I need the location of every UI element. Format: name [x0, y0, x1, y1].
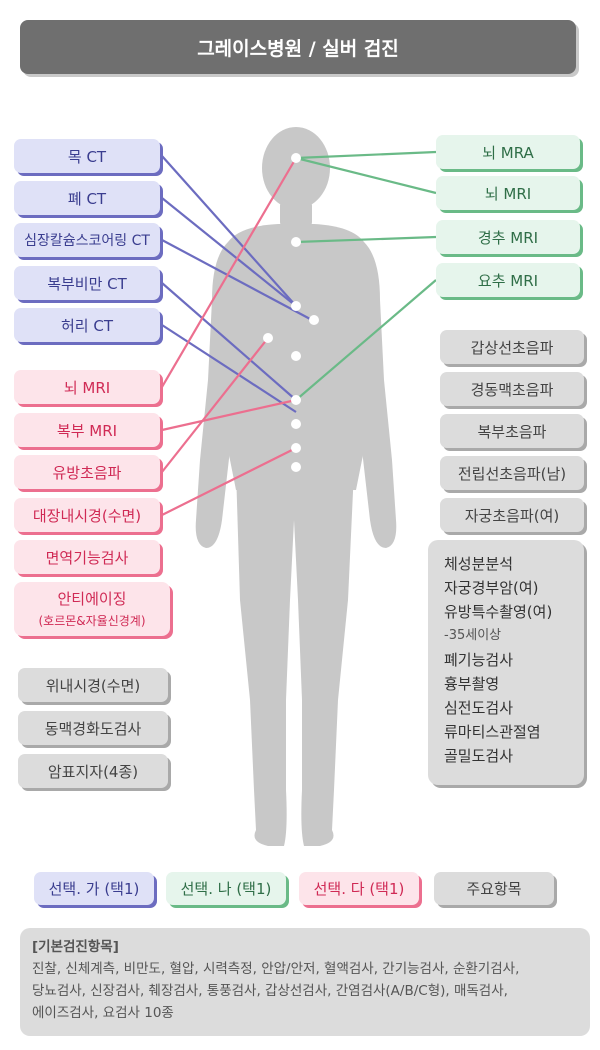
anti-aging-sublabel: (호르몬&자율신경계)	[38, 614, 146, 628]
mri-lumbar-button[interactable]: 요추 MRI	[436, 263, 580, 297]
arteriosclerosis-item: 동맥경화도검사	[18, 711, 168, 745]
thyroid-ultrasound-item: 갑상선초음파	[440, 330, 584, 364]
connector-lines	[161, 150, 437, 516]
ct-neck-button[interactable]: 목 CT	[14, 139, 160, 173]
mri-brain-green-button[interactable]: 뇌 MRI	[436, 176, 580, 210]
anti-aging-label: 안티에이징	[57, 590, 127, 608]
list-item-note: -35세이상	[444, 628, 502, 643]
list-item: 골밀도검사	[444, 747, 514, 765]
mra-brain-button[interactable]: 뇌 MRA	[436, 135, 580, 169]
legend-option-c: 선택. 다 (택1)	[299, 872, 419, 905]
list-item: 류마티스관절염	[444, 723, 541, 741]
basic-checkup-panel: [기본검진항목] 진찰, 신체계측, 비만도, 혈압, 시력측정, 안압/안저,…	[20, 928, 590, 1036]
list-item: 심전도검사	[444, 699, 514, 717]
list-item: 흉부촬영	[444, 675, 500, 693]
mri-brain-pink-button[interactable]: 뇌 MRI	[14, 370, 160, 404]
basic-checkup-line: 에이즈검사, 요검사 10종	[32, 1005, 174, 1021]
legend-main-items: 주요항목	[434, 872, 554, 905]
abdomen-ultrasound-item: 복부초음파	[440, 414, 584, 448]
anti-aging-button[interactable]: 안티에이징 (호르몬&자율신경계)	[14, 582, 170, 636]
mri-abdomen-button[interactable]: 복부 MRI	[14, 413, 160, 447]
tumor-marker-item: 암표지자(4종)	[18, 754, 168, 788]
ct-lumbar-button[interactable]: 허리 CT	[14, 308, 160, 342]
ct-lung-button[interactable]: 폐 CT	[14, 181, 160, 215]
mri-cervical-button[interactable]: 경추 MRI	[436, 220, 580, 254]
organ-dots	[263, 153, 319, 472]
list-item: 폐기능검사	[444, 651, 514, 669]
basic-checkup-line: 진찰, 신체계측, 비만도, 혈압, 시력측정, 안압/안저, 혈액검사, 간기…	[32, 961, 520, 977]
gastroscopy-item: 위내시경(수면)	[18, 668, 168, 702]
ct-cardiac-calcium-button[interactable]: 심장칼슘스코어링 CT	[14, 223, 160, 257]
basic-checkup-heading: [기본검진항목]	[32, 939, 119, 955]
legend-option-b: 선택. 나 (택1)	[166, 872, 286, 905]
main-items-list: 체성분분석 자궁경부암(여) 유방특수촬영(여) -35세이상 폐기능검사 흉부…	[428, 540, 584, 785]
carotid-ultrasound-item: 경동맥초음파	[440, 372, 584, 406]
ct-abdominal-obesity-button[interactable]: 복부비만 CT	[14, 266, 160, 300]
basic-checkup-line: 당뇨검사, 신장검사, 췌장검사, 통풍검사, 갑상선검사, 간염검사(A/B/…	[32, 983, 508, 999]
list-item: 자궁경부암(여)	[444, 579, 539, 597]
colonoscopy-button[interactable]: 대장내시경(수면)	[14, 498, 160, 532]
immune-test-button[interactable]: 면역기능검사	[14, 540, 160, 574]
uterine-ultrasound-item: 자궁초음파(여)	[440, 498, 584, 532]
breast-ultrasound-button[interactable]: 유방초음파	[14, 455, 160, 489]
prostate-ultrasound-item: 전립선초음파(남)	[440, 456, 584, 490]
page-title: 그레이스병원 / 실버 검진	[20, 20, 576, 74]
human-silhouette	[195, 127, 397, 846]
list-item: 체성분분석	[444, 555, 514, 573]
legend-option-a: 선택. 가 (택1)	[34, 872, 154, 905]
list-item: 유방특수촬영(여)	[444, 603, 553, 621]
